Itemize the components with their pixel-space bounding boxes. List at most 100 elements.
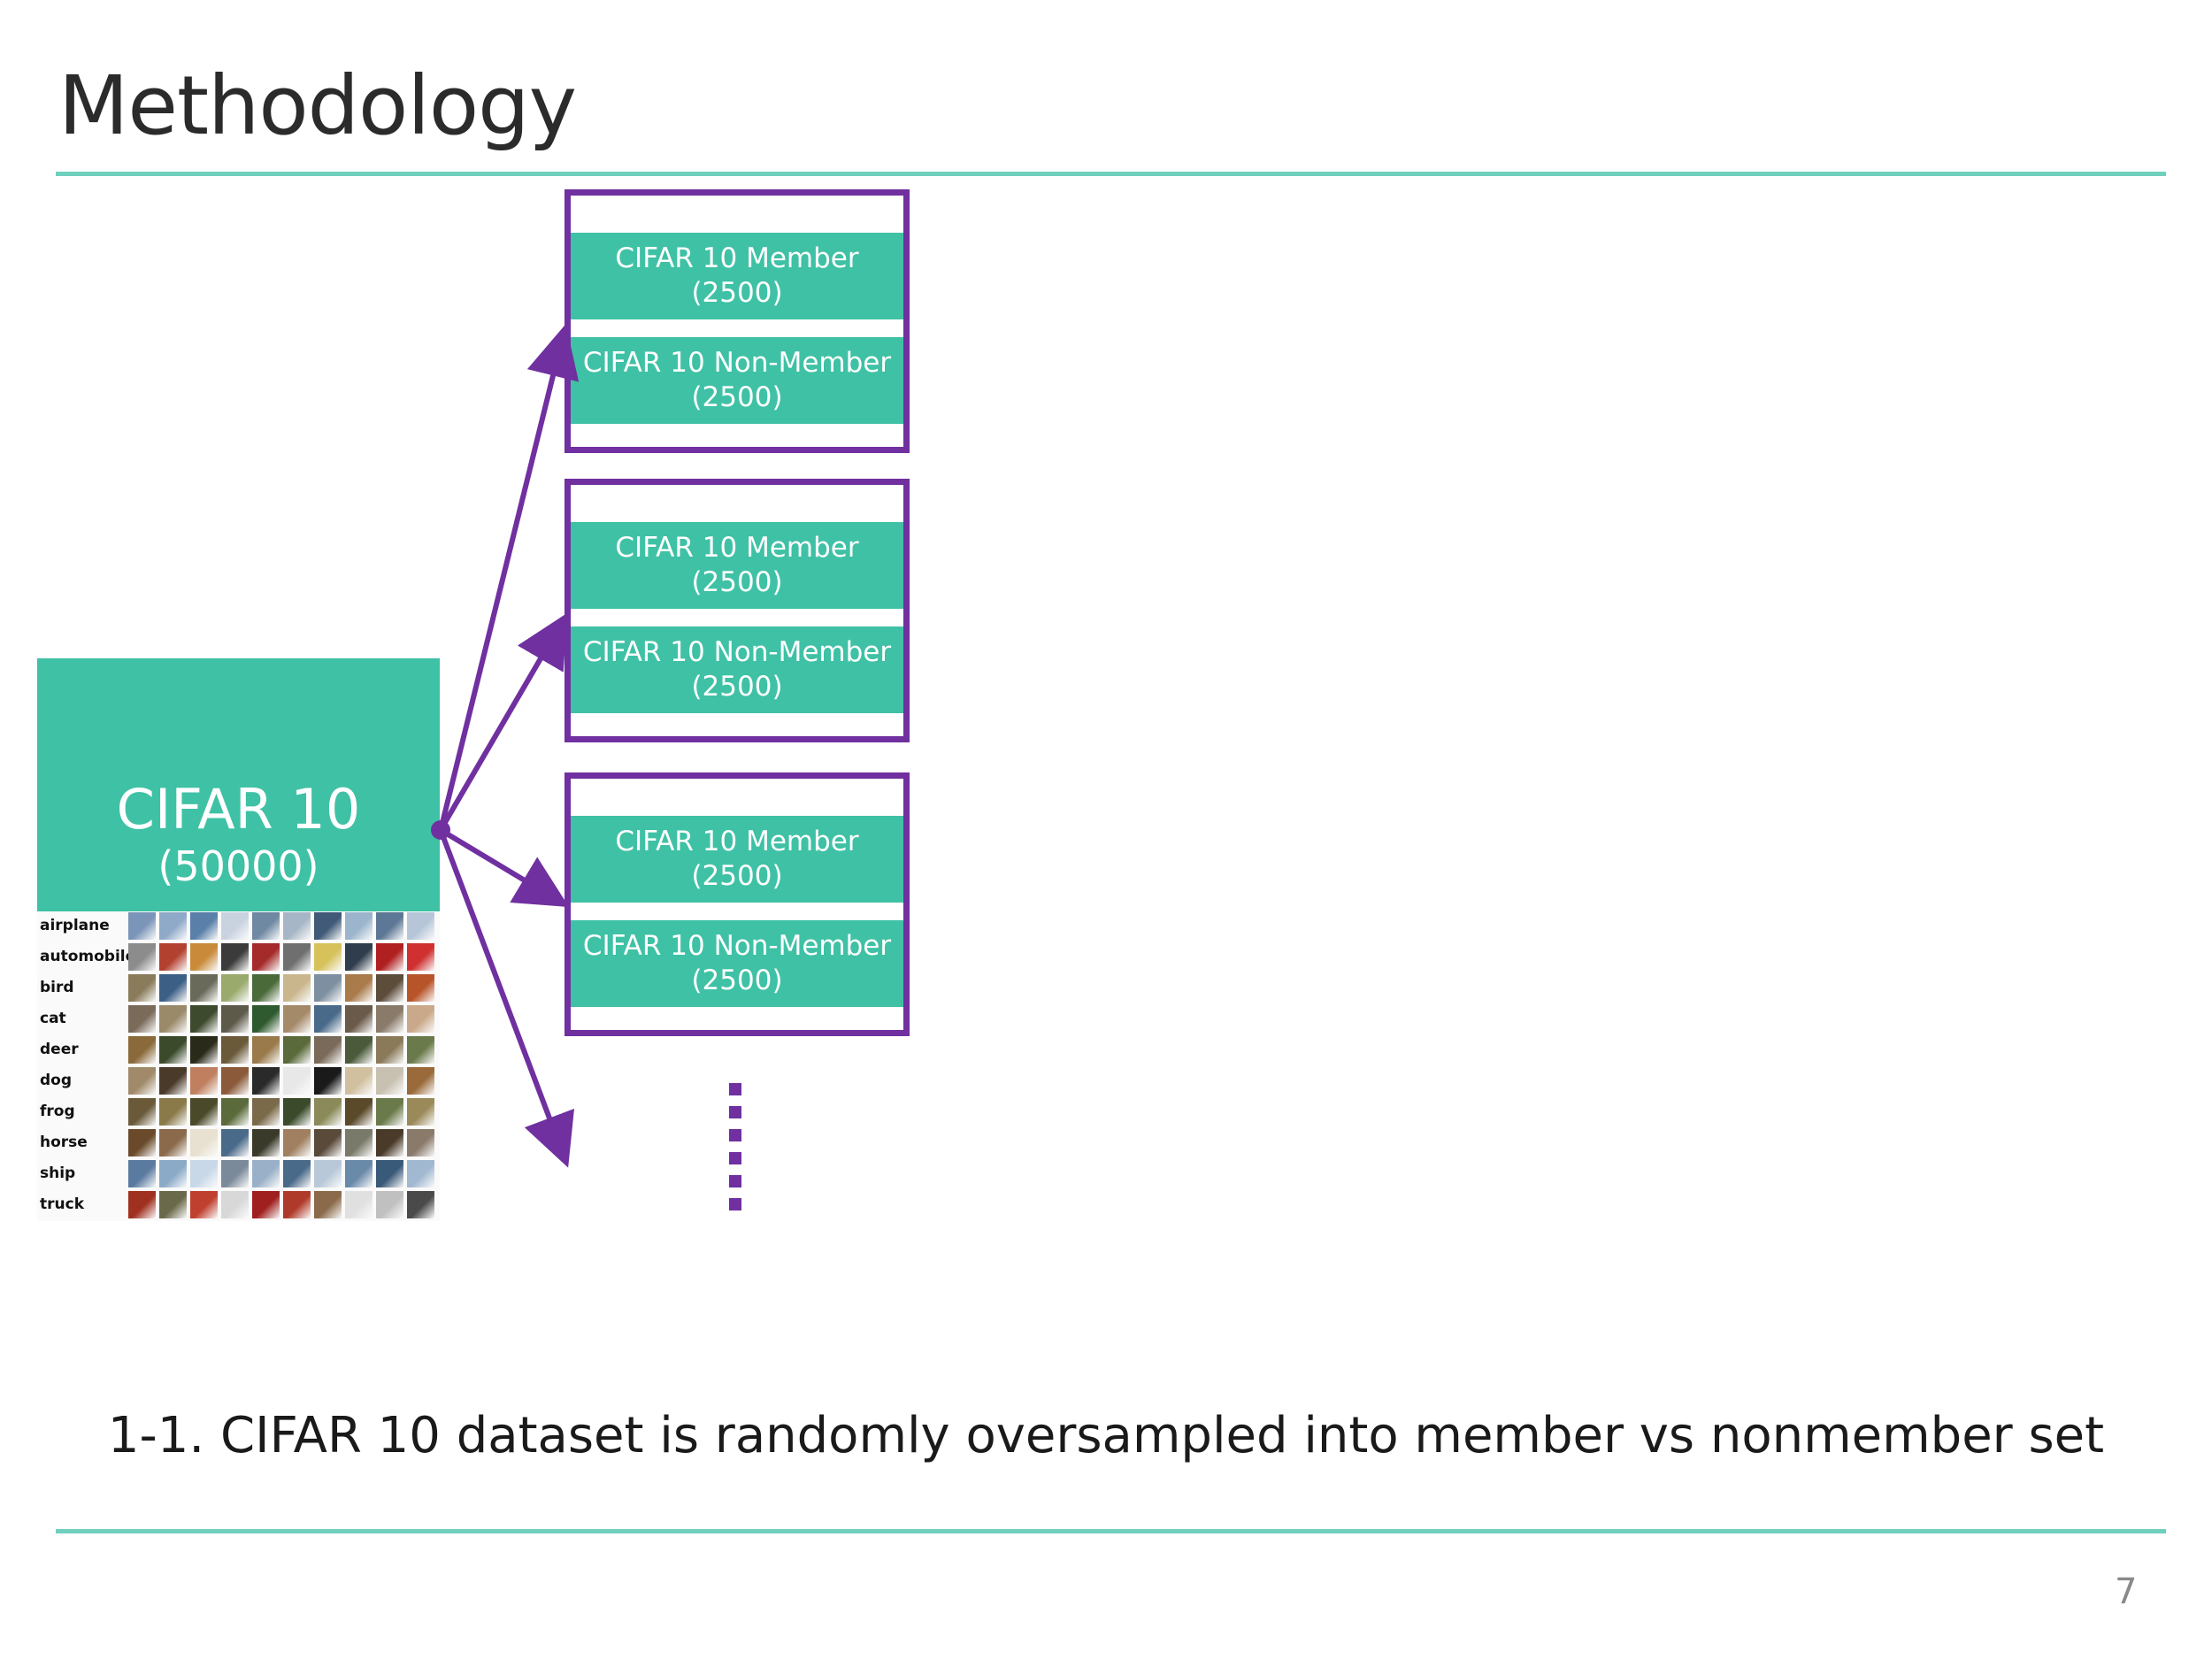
- sample-thumbnail: [190, 1036, 218, 1064]
- nonmember-count: (2500): [691, 671, 783, 703]
- nonmember-count: (2500): [691, 381, 783, 413]
- dataset-count: (50000): [157, 842, 319, 890]
- sample-thumbnail: [314, 1067, 342, 1095]
- sample-thumbnail: [283, 1160, 311, 1187]
- sample-thumbnail: [314, 1160, 342, 1187]
- sample-thumbnail: [345, 1191, 373, 1218]
- class-label: cat: [40, 1010, 66, 1027]
- sample-set-3: CIFAR 10 Member (2500) CIFAR 10 Non-Memb…: [565, 772, 910, 1036]
- sample-thumbnail: [252, 943, 280, 971]
- sample-thumbnail: [407, 1036, 434, 1064]
- nonmember-count: (2500): [691, 964, 783, 996]
- split-origin-dot: [431, 820, 450, 840]
- class-row-cat: cat: [37, 1004, 440, 1034]
- sample-thumbnail: [190, 1005, 218, 1033]
- class-row-frog: frog: [37, 1097, 440, 1126]
- sample-thumbnail: [252, 1129, 280, 1157]
- sample-thumbnail: [345, 1005, 373, 1033]
- sample-thumbnail: [221, 1036, 249, 1064]
- sample-thumbnail: [376, 1098, 403, 1126]
- sample-thumbnail: [407, 974, 434, 1002]
- sample-thumbnail: [128, 1160, 156, 1187]
- class-row-airplane: airplane: [37, 911, 440, 941]
- sample-thumbnail: [407, 1067, 434, 1095]
- member-count: (2500): [691, 277, 783, 309]
- sample-thumbnail: [345, 1129, 373, 1157]
- page-number: 7: [2115, 1572, 2138, 1612]
- sample-thumbnail: [314, 943, 342, 971]
- sample-thumbnail: [190, 943, 218, 971]
- sample-thumbnail: [314, 974, 342, 1002]
- member-label: CIFAR 10 Member: [615, 826, 859, 857]
- member-bar: CIFAR 10 Member (2500): [571, 522, 903, 609]
- sample-thumbnail: [159, 1067, 187, 1095]
- sample-thumbnail: [128, 1191, 156, 1218]
- sample-thumbnail: [128, 1036, 156, 1064]
- sample-thumbnail: [190, 1191, 218, 1218]
- class-label: ship: [40, 1164, 76, 1182]
- class-label: automobile: [40, 948, 136, 965]
- sample-thumbnail: [314, 1191, 342, 1218]
- sample-thumbnail: [314, 1036, 342, 1064]
- sample-thumbnail: [345, 1098, 373, 1126]
- sample-thumbnail: [345, 1067, 373, 1095]
- member-label: CIFAR 10 Member: [615, 532, 859, 564]
- sample-thumbnail: [283, 943, 311, 971]
- sample-thumbnail: [221, 1160, 249, 1187]
- sample-thumbnail: [221, 1067, 249, 1095]
- sample-thumbnail: [376, 974, 403, 1002]
- class-label: horse: [40, 1134, 88, 1151]
- sample-thumbnail: [376, 1005, 403, 1033]
- sample-thumbnail: [376, 1067, 403, 1095]
- nonmember-label: CIFAR 10 Non-Member: [582, 930, 892, 962]
- sample-thumbnail: [283, 1098, 311, 1126]
- class-label: airplane: [40, 917, 110, 934]
- sample-thumbnail: [190, 1129, 218, 1157]
- sample-thumbnail: [314, 1005, 342, 1033]
- sample-thumbnail: [221, 943, 249, 971]
- sample-thumbnail: [221, 1191, 249, 1218]
- bottom-divider: [56, 1529, 2166, 1533]
- sample-thumbnail: [128, 1005, 156, 1033]
- sample-thumbnail: [159, 1098, 187, 1126]
- sample-thumbnail: [345, 1036, 373, 1064]
- sample-thumbnail: [376, 1160, 403, 1187]
- sample-thumbnail: [128, 974, 156, 1002]
- sample-thumbnail: [221, 1098, 249, 1126]
- arrow-to-set-3: [439, 827, 570, 908]
- class-row-bird: bird: [37, 973, 440, 1003]
- top-divider: [56, 172, 2166, 176]
- sample-thumbnail: [376, 1036, 403, 1064]
- sample-thumbnail: [252, 1160, 280, 1187]
- sample-thumbnail: [345, 1160, 373, 1187]
- sample-set-1: CIFAR 10 Member (2500) CIFAR 10 Non-Memb…: [565, 189, 910, 453]
- member-label: CIFAR 10 Member: [615, 242, 859, 274]
- nonmember-label: CIFAR 10 Non-Member: [582, 347, 892, 379]
- sample-thumbnail: [252, 1067, 280, 1095]
- slide-caption: 1-1. CIFAR 10 dataset is randomly oversa…: [107, 1407, 2105, 1464]
- sample-thumbnail: [159, 912, 187, 940]
- class-row-automobile: automobile: [37, 942, 440, 972]
- class-label: dog: [40, 1072, 73, 1089]
- class-label: bird: [40, 979, 74, 996]
- dataset-name: CIFAR 10: [116, 777, 361, 842]
- dataset-box: CIFAR 10 (50000): [37, 658, 440, 911]
- sample-thumbnail: [283, 1005, 311, 1033]
- sample-thumbnail: [345, 974, 373, 1002]
- sample-thumbnail: [283, 1129, 311, 1157]
- sample-thumbnail: [252, 1036, 280, 1064]
- sample-thumbnail: [314, 1129, 342, 1157]
- slide-title: Methodology: [58, 58, 577, 153]
- member-bar: CIFAR 10 Member (2500): [571, 233, 903, 319]
- sample-thumbnail: [252, 1005, 280, 1033]
- sample-thumbnail: [190, 912, 218, 940]
- sample-thumbnail: [159, 1036, 187, 1064]
- sample-thumbnail: [345, 912, 373, 940]
- sample-thumbnail: [128, 1067, 156, 1095]
- class-row-horse: horse: [37, 1128, 440, 1157]
- class-label: truck: [40, 1195, 84, 1213]
- class-label: deer: [40, 1041, 79, 1058]
- sample-thumbnail: [190, 1067, 218, 1095]
- sample-thumbnail: [221, 974, 249, 1002]
- sample-thumbnail: [314, 912, 342, 940]
